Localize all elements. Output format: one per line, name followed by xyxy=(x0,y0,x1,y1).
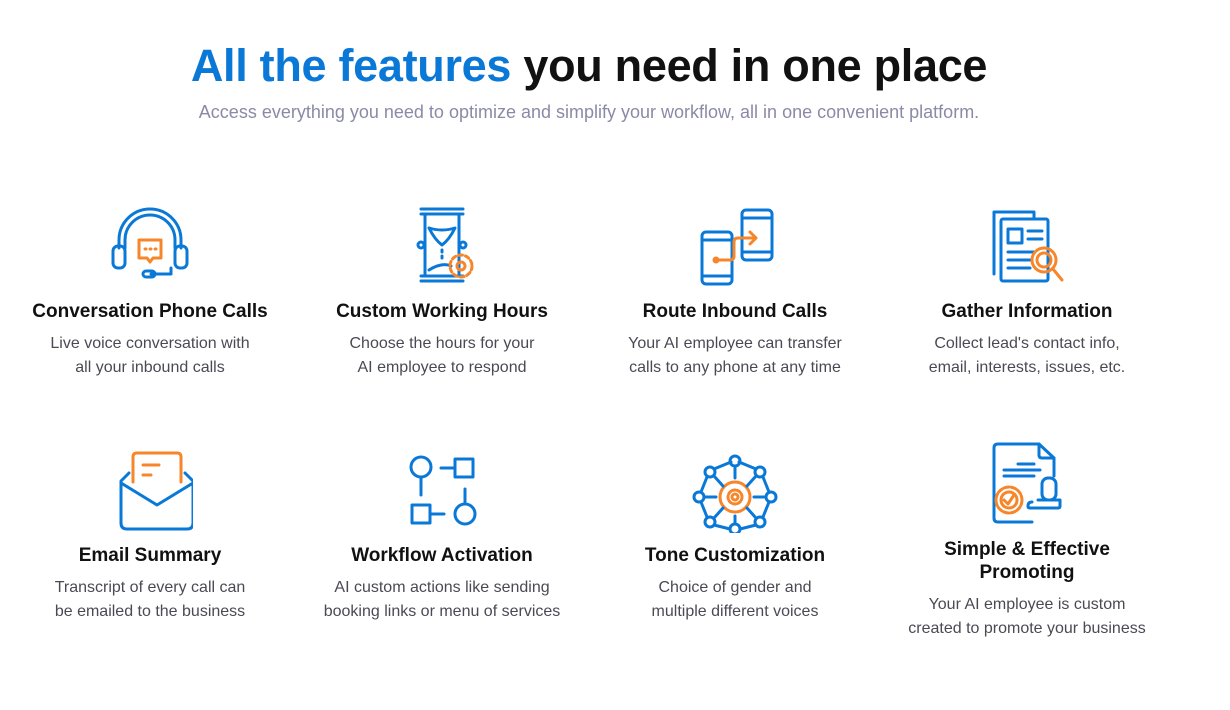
feature-title: Custom Working Hours xyxy=(336,301,548,322)
headset-icon xyxy=(111,207,189,279)
feature-title: Route Inbound Calls xyxy=(642,301,828,322)
page-subtitle: Access everything you need to optimize a… xyxy=(198,102,980,122)
feature-title: Gather Information xyxy=(941,301,1113,322)
document-search-icon xyxy=(992,210,1064,283)
feature-card-email-summary: Email Summary Transcript of every call c… xyxy=(4,447,296,624)
feature-title: Email Summary xyxy=(78,545,222,566)
feature-description: Collect lead's contact info,email, inter… xyxy=(928,335,1126,376)
feature-card-working-hours: Custom Working Hours Choose the hours fo… xyxy=(296,202,588,380)
hourglass-gear-icon xyxy=(416,207,474,283)
page-title: All the features you need in one place xyxy=(0,40,1178,92)
feature-title: Conversation Phone Calls xyxy=(32,301,268,322)
stamp-document-icon xyxy=(992,442,1062,524)
feature-card-workflow-activation: Workflow Activation AI custom actions li… xyxy=(296,447,588,624)
phone-transfer-icon xyxy=(700,208,774,286)
network-gear-icon xyxy=(692,454,778,533)
feature-title: Tone Customization xyxy=(644,545,826,566)
workflow-icon xyxy=(409,455,477,526)
title-accent: All the features xyxy=(190,40,512,91)
feature-title: Workflow Activation xyxy=(351,545,533,566)
envelope-icon xyxy=(119,451,193,531)
title-rest: you need in one place xyxy=(523,40,988,91)
feature-card-conversation-calls: Conversation Phone Calls Live voice conv… xyxy=(4,202,296,380)
feature-card-route-calls: Route Inbound Calls Your AI employee can… xyxy=(589,202,881,380)
feature-card-gather-information: Gather Information Collect lead's contac… xyxy=(881,202,1173,380)
